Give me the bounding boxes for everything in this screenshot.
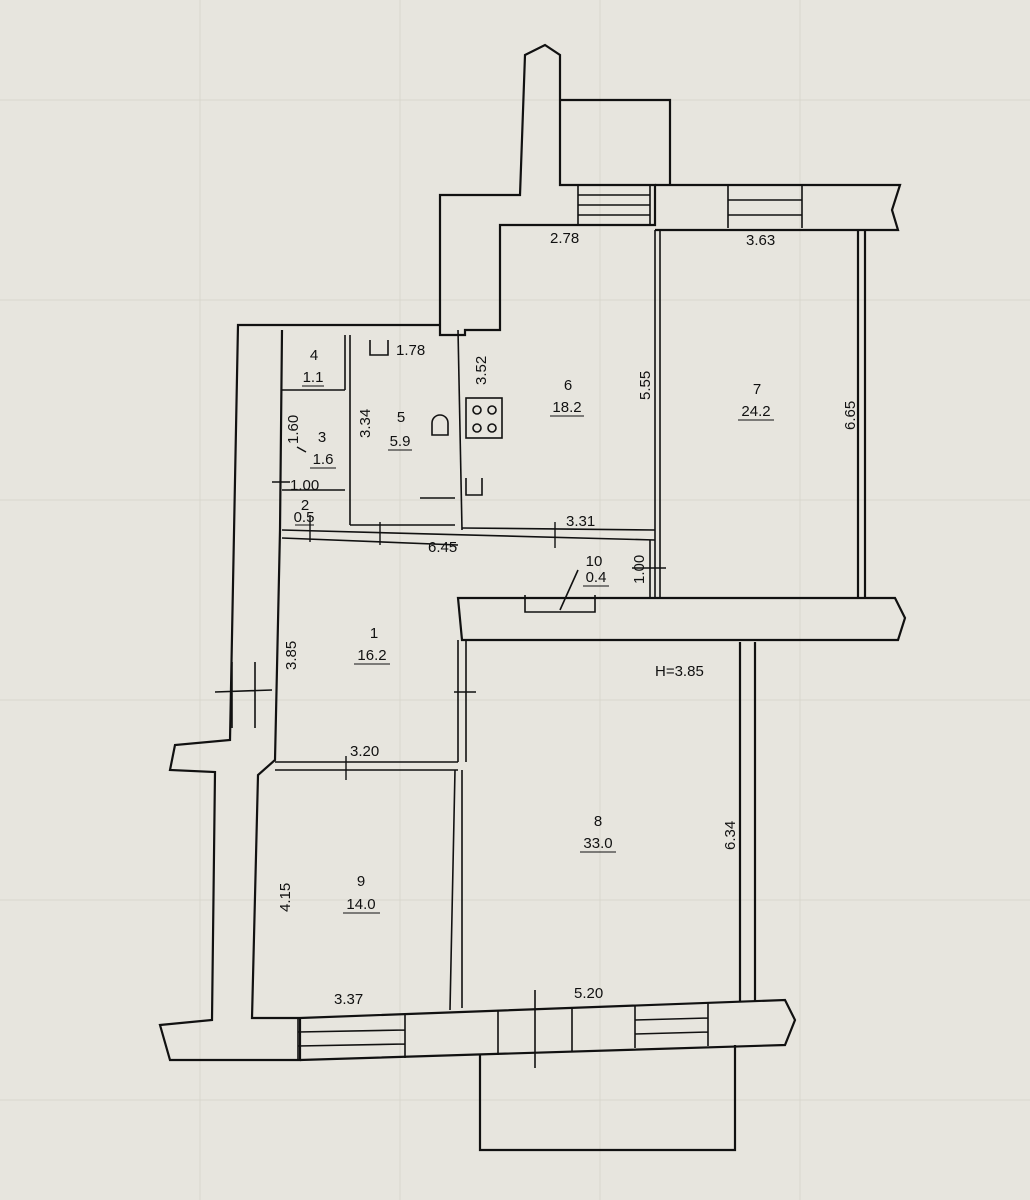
room-3-number: 3 (318, 429, 326, 446)
balcony-door (497, 990, 573, 1068)
wall-6-7 (654, 230, 661, 598)
room-5-number: 5 (397, 409, 405, 426)
wall-5-6 (457, 329, 463, 531)
dim-1-00-b: 1.00 (631, 555, 648, 584)
wall-1-8 (457, 640, 467, 762)
room-10-number: 10 (586, 553, 603, 570)
room-3-area: 1.6 (313, 451, 334, 468)
room-7-area: 24.2 (741, 403, 770, 420)
dim-3-37: 3.37 (334, 991, 363, 1008)
dim-1-60: 1.60 (285, 415, 302, 444)
room-5-area: 5.9 (390, 433, 411, 450)
stove-burner-icon (487, 405, 497, 415)
wall-1-9 (275, 761, 458, 771)
window-6 (577, 185, 651, 225)
mid-bearing-wall (456, 596, 907, 642)
right-wall-8 (738, 642, 757, 1002)
dim-6-65: 6.65 (842, 401, 859, 430)
top-wall (655, 183, 902, 232)
stove-burner-icon (472, 405, 482, 415)
fixtures (369, 340, 503, 499)
stove-icon (465, 397, 503, 439)
area-underlines (295, 385, 774, 914)
room-4-number: 4 (310, 347, 318, 364)
sink-icon (369, 340, 483, 496)
room-8-area: 33.0 (583, 835, 612, 852)
room-7-number: 7 (753, 381, 761, 398)
room-6-number: 6 (564, 377, 572, 394)
room-1-area: 16.2 (357, 647, 386, 664)
window-7 (727, 185, 803, 228)
dim-3-63: 3.63 (746, 232, 775, 249)
room-10-area: 0.4 (586, 569, 607, 586)
toilet-icon (431, 414, 449, 436)
window-8 (634, 1003, 709, 1048)
left-inner-wall (250, 329, 300, 1020)
top-block (560, 98, 672, 185)
left-outer-wall (158, 323, 440, 1062)
room-2-number: 2 (301, 497, 309, 514)
dim-5-20: 5.20 (574, 985, 603, 1002)
stove-burner-icon (472, 423, 482, 433)
room-labels: 1 16.2 2 0.5 3 1.6 4 1.1 5 5.9 6 18.2 7 … (294, 347, 771, 913)
ceiling-height: H=3.85 (655, 663, 704, 680)
dim-1-00-a: 1.00 (290, 477, 319, 494)
bottom-wall (299, 998, 797, 1062)
dim-3-20: 3.20 (350, 743, 379, 760)
dim-6-45: 6.45 (428, 539, 457, 556)
dim-3-34: 3.34 (357, 409, 374, 438)
right-wall-7 (856, 230, 867, 598)
wall-corridor-top (281, 529, 656, 546)
dim-3-85: 3.85 (283, 641, 300, 670)
dim-4-15: 4.15 (277, 883, 294, 912)
dim-3-52: 3.52 (473, 356, 490, 385)
dim-2-78: 2.78 (550, 230, 579, 247)
dim-1-78: 1.78 (396, 342, 425, 359)
window-9 (297, 1014, 406, 1060)
wall-9-8 (449, 769, 463, 1011)
room-8-number: 8 (594, 813, 602, 830)
wall-4-5 (344, 335, 351, 525)
wall-kitchen-bottom (461, 527, 656, 531)
room-4-area: 1.1 (303, 369, 324, 386)
outer-wall-left (438, 43, 657, 337)
room-9-number: 9 (357, 873, 365, 890)
tick-marks (272, 446, 666, 780)
walls (158, 43, 907, 1152)
dim-6-34: 6.34 (722, 821, 739, 850)
room-6-area: 18.2 (552, 399, 581, 416)
dimension-labels: 2.78 3.63 1.78 3.52 5.55 6.65 3.34 1.60 … (277, 230, 859, 1008)
dim-3-31: 3.31 (566, 513, 595, 530)
dim-5-55: 5.55 (637, 371, 654, 400)
door-10 (524, 569, 596, 613)
room-1-number: 1 (370, 625, 378, 642)
bottom-balcony (478, 1045, 737, 1152)
partitions (275, 230, 661, 1011)
stove-burner-icon (487, 423, 497, 433)
room-9-area: 14.0 (346, 896, 375, 913)
windows (214, 185, 803, 1068)
room-2-area: 0.5 (294, 509, 315, 526)
entrance-door (214, 662, 273, 728)
